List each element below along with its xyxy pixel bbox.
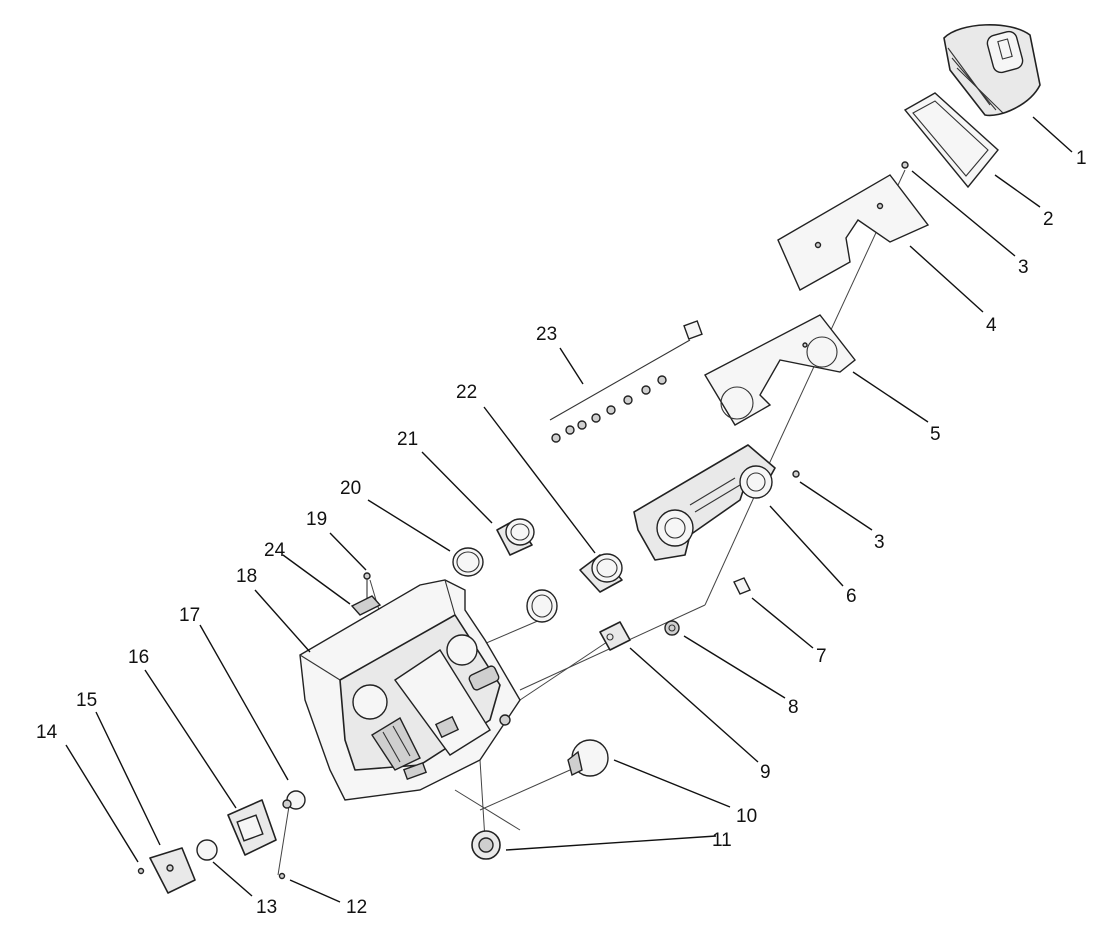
callout-3-lower: 3: [874, 532, 885, 553]
callout-5: 5: [930, 424, 941, 445]
part-21-gauge: [496, 518, 535, 556]
part-19-screw: [363, 572, 371, 600]
part-22-gauge: [579, 553, 623, 593]
callout-8: 8: [788, 697, 799, 718]
callout-18: 18: [236, 566, 257, 587]
part-9-switch: [599, 621, 631, 651]
part-11-knob: [471, 830, 501, 860]
console-mount-ring: [526, 589, 558, 623]
part-18-console-housing: [299, 579, 521, 801]
part-1-boot: [943, 24, 1041, 117]
part-10-knob: [567, 739, 609, 777]
callout-9: 9: [760, 762, 771, 783]
part-6-gauge-insert: [633, 444, 776, 561]
callout-19: 19: [306, 509, 327, 530]
callout-24: 24: [264, 540, 286, 561]
part-13-lamp: [196, 839, 218, 861]
callout-4: 4: [986, 315, 997, 336]
callout-10: 10: [736, 806, 757, 827]
callout-11: 11: [712, 830, 732, 851]
part-5-gasket: [704, 314, 856, 426]
callout-14: 14: [36, 722, 58, 743]
callout-2: 2: [1043, 209, 1054, 230]
callout-1: 1: [1076, 148, 1087, 169]
callout-21: 21: [397, 429, 418, 450]
leader-lines: [65, 116, 1073, 903]
part-23-wire-harness: [549, 320, 703, 443]
part-12-screw: [278, 872, 286, 880]
part-3-screw-lower: [792, 470, 800, 478]
part-4-plate: [777, 174, 930, 291]
callout-20: 20: [340, 478, 361, 499]
callout-22: 22: [456, 382, 477, 403]
callout-16: 16: [128, 647, 149, 668]
part-20-ring: [452, 547, 484, 577]
callout-23: 23: [536, 324, 557, 345]
callout-17: 17: [179, 605, 200, 626]
callout-3-upper: 3: [1018, 257, 1029, 278]
part-24-clip: [350, 595, 382, 616]
part-2-seal-flange: [903, 92, 999, 189]
callout-13: 13: [256, 897, 277, 918]
part-7-bushing: [733, 577, 751, 595]
part-15-bracket: [149, 847, 196, 894]
callout-labels: 1 2 3 4 5 3 6 7 8 9 10 11 12 13 14 15 16…: [36, 148, 1087, 918]
part-14-screw: [137, 867, 145, 875]
callout-6: 6: [846, 586, 857, 607]
part-8-nut: [664, 620, 680, 636]
part-3-screw-upper: [901, 161, 909, 169]
part-17-bulb: [282, 790, 306, 810]
callout-7: 7: [816, 646, 827, 667]
callout-12: 12: [346, 897, 367, 918]
callout-15: 15: [76, 690, 97, 711]
part-16-switch-plate: [227, 799, 277, 856]
